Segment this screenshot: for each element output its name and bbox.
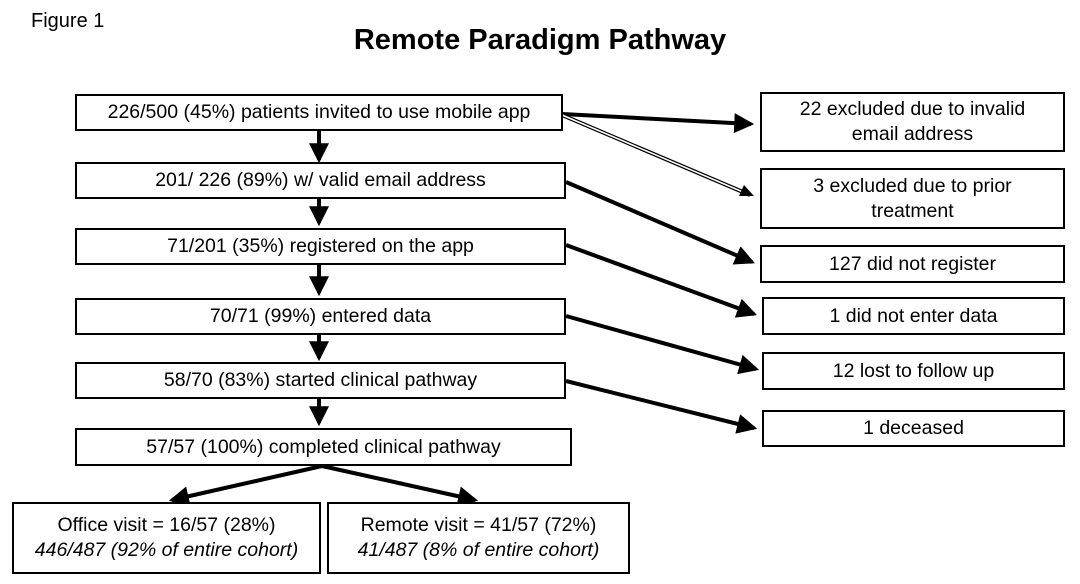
step-completed-pathway-text: 57/57 (100%) completed clinical pathway	[146, 435, 501, 458]
diagram-title: Remote Paradigm Pathway	[353, 24, 727, 56]
exclusion-arrow-4	[565, 243, 758, 318]
step-registered: 71/201 (35%) registered on the app	[75, 228, 566, 265]
exclusion-did-not-enter-data: 1 did not enter data	[762, 297, 1065, 335]
office-visit-cohort: 446/487 (92% of entire cohort)	[34, 539, 299, 561]
exclusion-arrow-1	[561, 112, 755, 134]
exclusion-did-not-enter-data-text: 1 did not enter data	[829, 304, 998, 327]
step-valid-email-text: 201/ 226 (89%) w/ valid email address	[155, 169, 486, 191]
exclusion-prior-treatment-line1: 3 excluded due to prior	[813, 174, 1012, 197]
remote-visit-summary: Remote visit = 41/57 (72%)	[360, 514, 597, 536]
step-completed-pathway: 57/57 (100%) completed clinical pathway	[75, 428, 572, 466]
step-started-pathway-text: 58/70 (83%) started clinical pathway	[163, 369, 478, 391]
exclusion-lost-to-follow-up: 12 lost to follow up	[762, 352, 1065, 390]
step-valid-email: 201/ 226 (89%) w/ valid email address	[75, 162, 566, 199]
split-arrow-remote	[321, 464, 479, 507]
exclusion-deceased: 1 deceased	[762, 410, 1065, 447]
office-visit-summary: Office visit = 16/57 (28%)	[57, 514, 276, 536]
exclusion-deceased-text: 1 deceased	[863, 417, 964, 439]
exclusion-invalid-email-line1: 22 excluded due to invalid	[799, 98, 1026, 120]
exclusion-did-not-register-text: 127 did not register	[829, 252, 996, 275]
figure-label: Figure 1	[31, 10, 105, 32]
exclusion-arrow-6	[565, 379, 758, 434]
exclusion-lost-to-follow-up-text: 12 lost to follow up	[832, 359, 995, 382]
split-arrow-office	[168, 464, 323, 507]
step-registered-text: 71/201 (35%) registered on the app	[167, 235, 474, 257]
step-started-pathway: 58/70 (83%) started clinical pathway	[75, 362, 566, 399]
outcome-remote-visit: Remote visit = 41/57 (72%) 41/487 (8% of …	[327, 502, 630, 574]
exclusion-arrow-3	[565, 180, 755, 265]
step-entered-data: 70/71 (99%) entered data	[75, 298, 566, 335]
outcome-office-visit: Office visit = 16/57 (28%) 446/487 (92% o…	[12, 502, 321, 574]
step-invited-text: 226/500 (45%) patients invited to use mo…	[107, 101, 531, 123]
step-invited: 226/500 (45%) patients invited to use mo…	[75, 94, 563, 131]
step-entered-data-text: 70/71 (99%) entered data	[209, 305, 432, 327]
exclusion-arrow-5	[565, 314, 760, 375]
exclusion-did-not-register: 127 did not register	[760, 245, 1065, 283]
exclusion-invalid-email-line2: email address	[851, 123, 974, 145]
remote-visit-cohort: 41/487 (8% of entire cohort)	[357, 539, 600, 561]
exclusion-prior-treatment-line2: treatment	[871, 199, 954, 222]
exclusion-invalid-email: 22 excluded due to invalid email address	[760, 92, 1065, 152]
exclusion-arrow-2	[561, 113, 754, 197]
